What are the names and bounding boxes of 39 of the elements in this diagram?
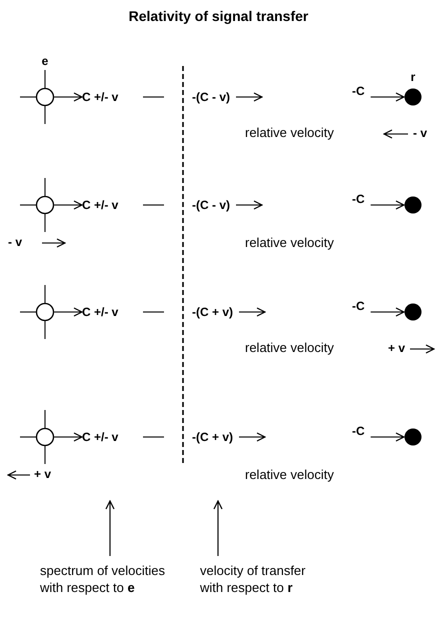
arrow bbox=[236, 200, 263, 210]
velocity-label: + v bbox=[388, 341, 406, 355]
note-text: relative velocity bbox=[245, 467, 334, 482]
arrow bbox=[239, 307, 266, 317]
velocity-label: - v bbox=[8, 235, 22, 249]
arrow bbox=[370, 92, 405, 102]
note-text: relative velocity bbox=[245, 125, 334, 140]
velocity-label: + v bbox=[34, 467, 52, 481]
arrow bbox=[236, 92, 263, 102]
arrow bbox=[213, 500, 223, 556]
velocity-label: -(C + v) bbox=[192, 305, 234, 319]
velocity-label: C +/- v bbox=[82, 305, 118, 319]
velocity-label: - v bbox=[413, 126, 428, 140]
velocity-label: -C bbox=[352, 192, 365, 206]
arrow bbox=[370, 432, 405, 442]
velocity-label: C +/- v bbox=[82, 198, 118, 212]
arrow bbox=[370, 307, 405, 317]
arrow bbox=[54, 200, 83, 210]
velocity-label: C +/- v bbox=[82, 430, 118, 444]
velocity-label: -(C - v) bbox=[192, 90, 230, 104]
velocity-label: -(C - v) bbox=[192, 198, 230, 212]
velocity-label: -C bbox=[352, 84, 365, 98]
arrow bbox=[370, 200, 405, 210]
node-label: r bbox=[410, 70, 416, 84]
velocity-label: C +/- v bbox=[82, 90, 118, 104]
arrow bbox=[239, 432, 266, 442]
velocity-label: -C bbox=[352, 299, 365, 313]
note-text: relative velocity bbox=[245, 340, 334, 355]
arrow bbox=[54, 432, 83, 442]
node-label: e bbox=[40, 54, 50, 68]
arrow bbox=[105, 500, 115, 556]
title: Relativity of signal transfer bbox=[128, 8, 310, 24]
velocity-label: -C bbox=[352, 424, 365, 438]
caption-text: velocity of transfer with respect to r bbox=[200, 562, 320, 596]
arrow bbox=[54, 92, 83, 102]
velocity-label: -(C + v) bbox=[192, 430, 234, 444]
caption-text: spectrum of velocities with respect to e bbox=[40, 562, 180, 596]
arrow bbox=[54, 307, 83, 317]
note-text: relative velocity bbox=[245, 235, 334, 250]
